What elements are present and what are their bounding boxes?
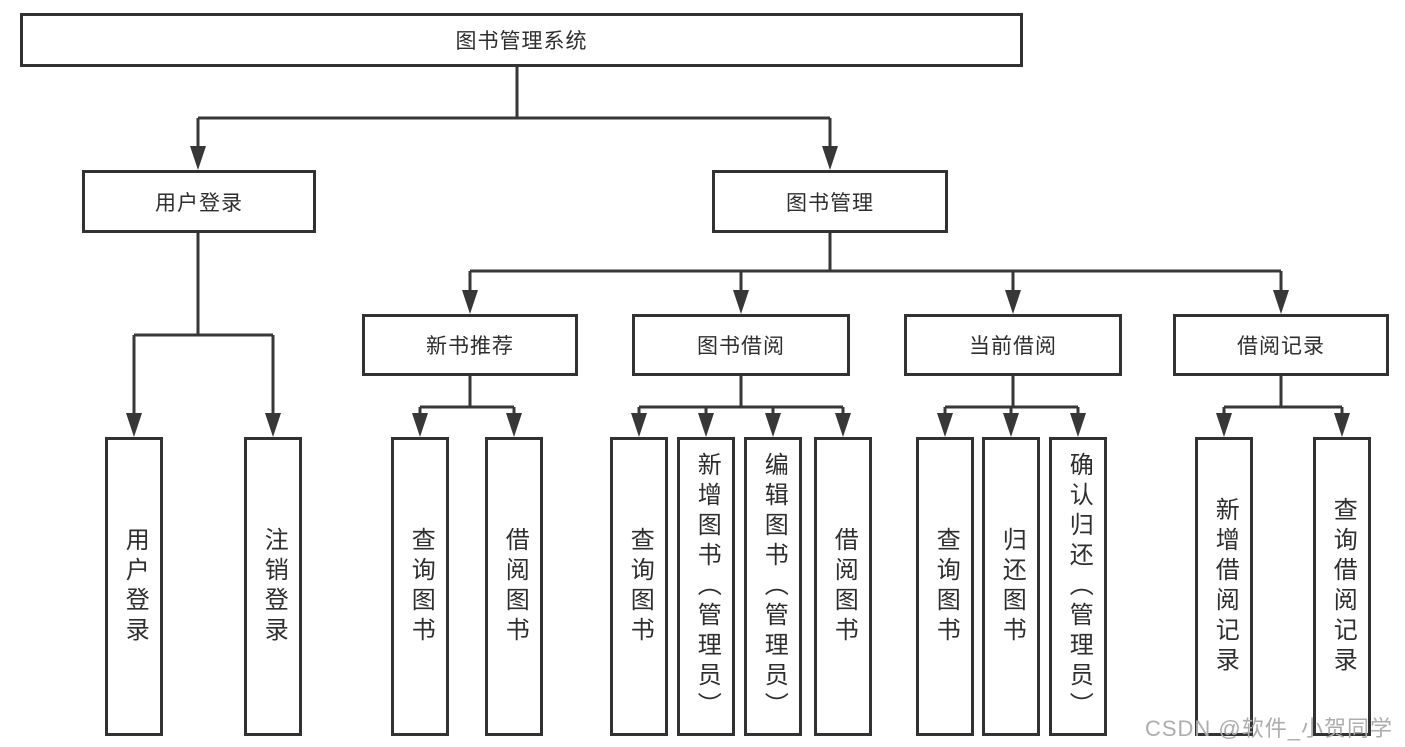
node-book-management: 图书管理 [712,170,948,233]
leaf-user-login: 用户登录 [105,437,163,736]
leaf-return-books: 归还图书 [982,437,1040,736]
node-user-login: 用户登录 [82,170,316,233]
leaf-add-book-admin: 新增图书（管理员） [677,437,735,736]
leaf-current-query-books: 查询图书 [916,437,974,736]
leaf-logout: 注销登录 [244,437,302,736]
node-book-borrowing: 图书借阅 [632,314,850,376]
leaf-recommend-query-books: 查询图书 [391,437,449,736]
leaf-edit-book-admin: 编辑图书（管理员） [744,437,802,736]
node-current-borrowing: 当前借阅 [904,314,1122,376]
leaf-borrow-books: 借阅图书 [814,437,872,736]
leaf-query-borrow-record: 查询借阅记录 [1313,437,1371,736]
node-borrowing-records: 借阅记录 [1173,314,1389,376]
leaf-borrow-query-books: 查询图书 [610,437,668,736]
leaf-recommend-borrow-books: 借阅图书 [485,437,543,736]
leaf-confirm-return-admin: 确认归还（管理员） [1049,437,1107,736]
node-new-book-recommendation: 新书推荐 [362,314,578,376]
leaf-add-borrow-record: 新增借阅记录 [1195,437,1253,736]
csdn-watermark: CSDN @软件_小贺同学 [1144,716,1393,741]
node-library-management-system: 图书管理系统 [20,13,1023,67]
